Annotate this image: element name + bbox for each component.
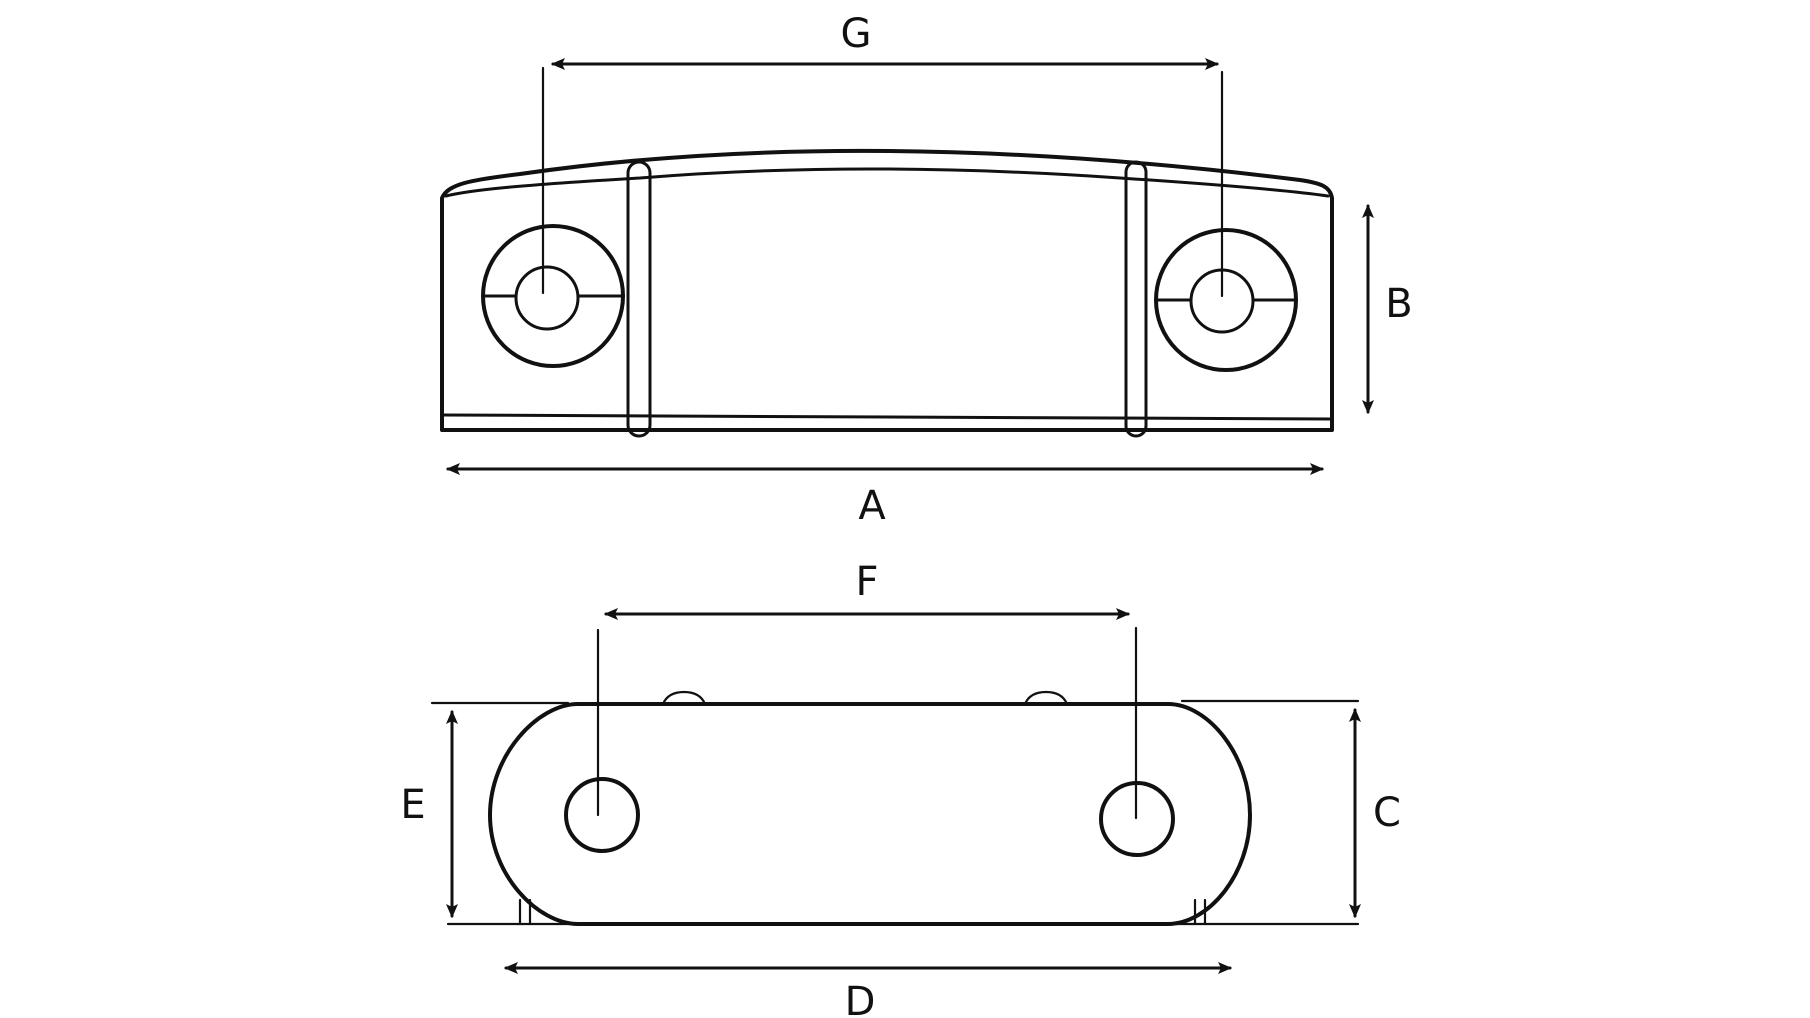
dim-c-label: C [1373,790,1401,836]
dim-f-label: F [855,559,878,605]
dim-b-label: B [1385,281,1412,327]
plan-view: F E C D [400,559,1401,1018]
front-left-hole-inner [514,265,580,331]
dim-a-label: A [858,483,886,529]
plan-top-bump-right [1023,690,1069,706]
front-base-line [440,413,1334,421]
plan-left-hole [564,777,640,853]
front-view: G A B [440,11,1413,529]
front-top-contour [444,167,1330,198]
dim-g-label: G [841,11,872,57]
front-body-outline [440,148,1334,432]
dim-d-label: D [845,979,876,1018]
front-left-slot [626,160,652,438]
dim-e-label: E [400,782,425,828]
front-right-slot [1124,160,1148,438]
plan-top-bump-left [661,690,707,706]
plan-body-outline [488,702,1252,926]
